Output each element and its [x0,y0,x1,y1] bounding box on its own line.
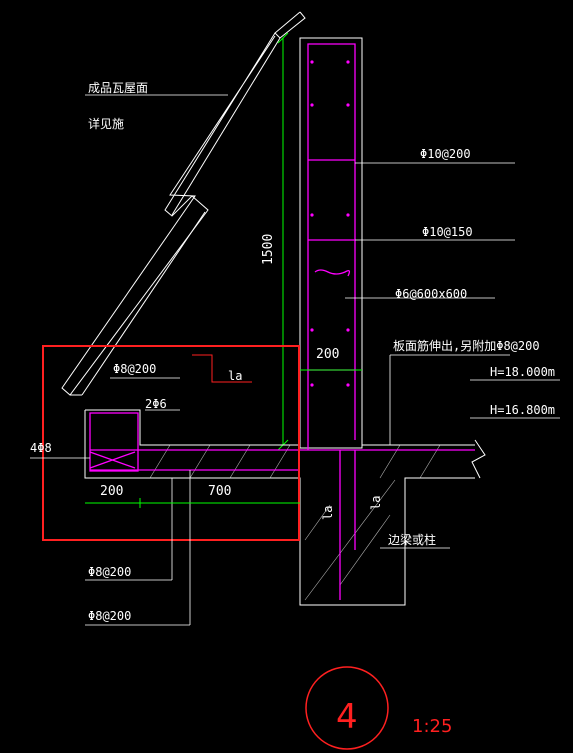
gutter-rebar-label: Φ8@200 [113,362,156,376]
rebar-mid-label: Φ10@150 [422,225,473,239]
bottom-rebar-2-label: Φ8@200 [88,609,131,623]
dim-700-label: 700 [208,484,231,499]
roof-tile-label: 成品瓦屋面 [88,81,148,95]
rebar-tie-label: Φ6@600x600 [395,287,467,301]
anchor-la-marker [192,354,252,383]
parapet-rebar-dots [310,60,350,387]
gutter-rebar [89,412,475,600]
wall-thickness-label: 200 [316,347,339,362]
slab-hatch [149,444,441,601]
elevation-top: H=18.000m [490,365,555,379]
detail-number: 4 [336,697,358,737]
rebar-top-label: Φ10@200 [420,147,471,161]
beam-note-label: 边梁或柱 [388,532,436,547]
parapet-height-label: 1500 [261,234,276,265]
roof-tile-ref: 详见施 [88,116,124,131]
la-vertical-1: la [321,506,335,520]
detail-bubble [305,666,389,750]
roof-tile-outline [61,11,306,396]
scale-label: 1:25 [412,716,452,737]
bottom-rebar-1-label: Φ8@200 [88,565,131,579]
dim-200-label: 200 [100,484,123,499]
height-dimension [277,32,289,451]
highlight-box [42,345,300,541]
elevation-bottom: H=16.800m [490,403,555,417]
la-vertical-2: la [369,496,383,510]
slab-outline [84,409,486,606]
parapet-wall [299,37,363,449]
slab-note-label: 板面筋伸出,另附加Φ8@200 [393,338,540,353]
anchor-la-label: la [228,369,242,383]
leader-lines [30,94,560,626]
bottom-4phi8-label: 4Φ8 [30,441,52,455]
bottom-dimension [85,498,300,508]
gutter-2phi6-label: 2Φ6 [145,397,167,411]
